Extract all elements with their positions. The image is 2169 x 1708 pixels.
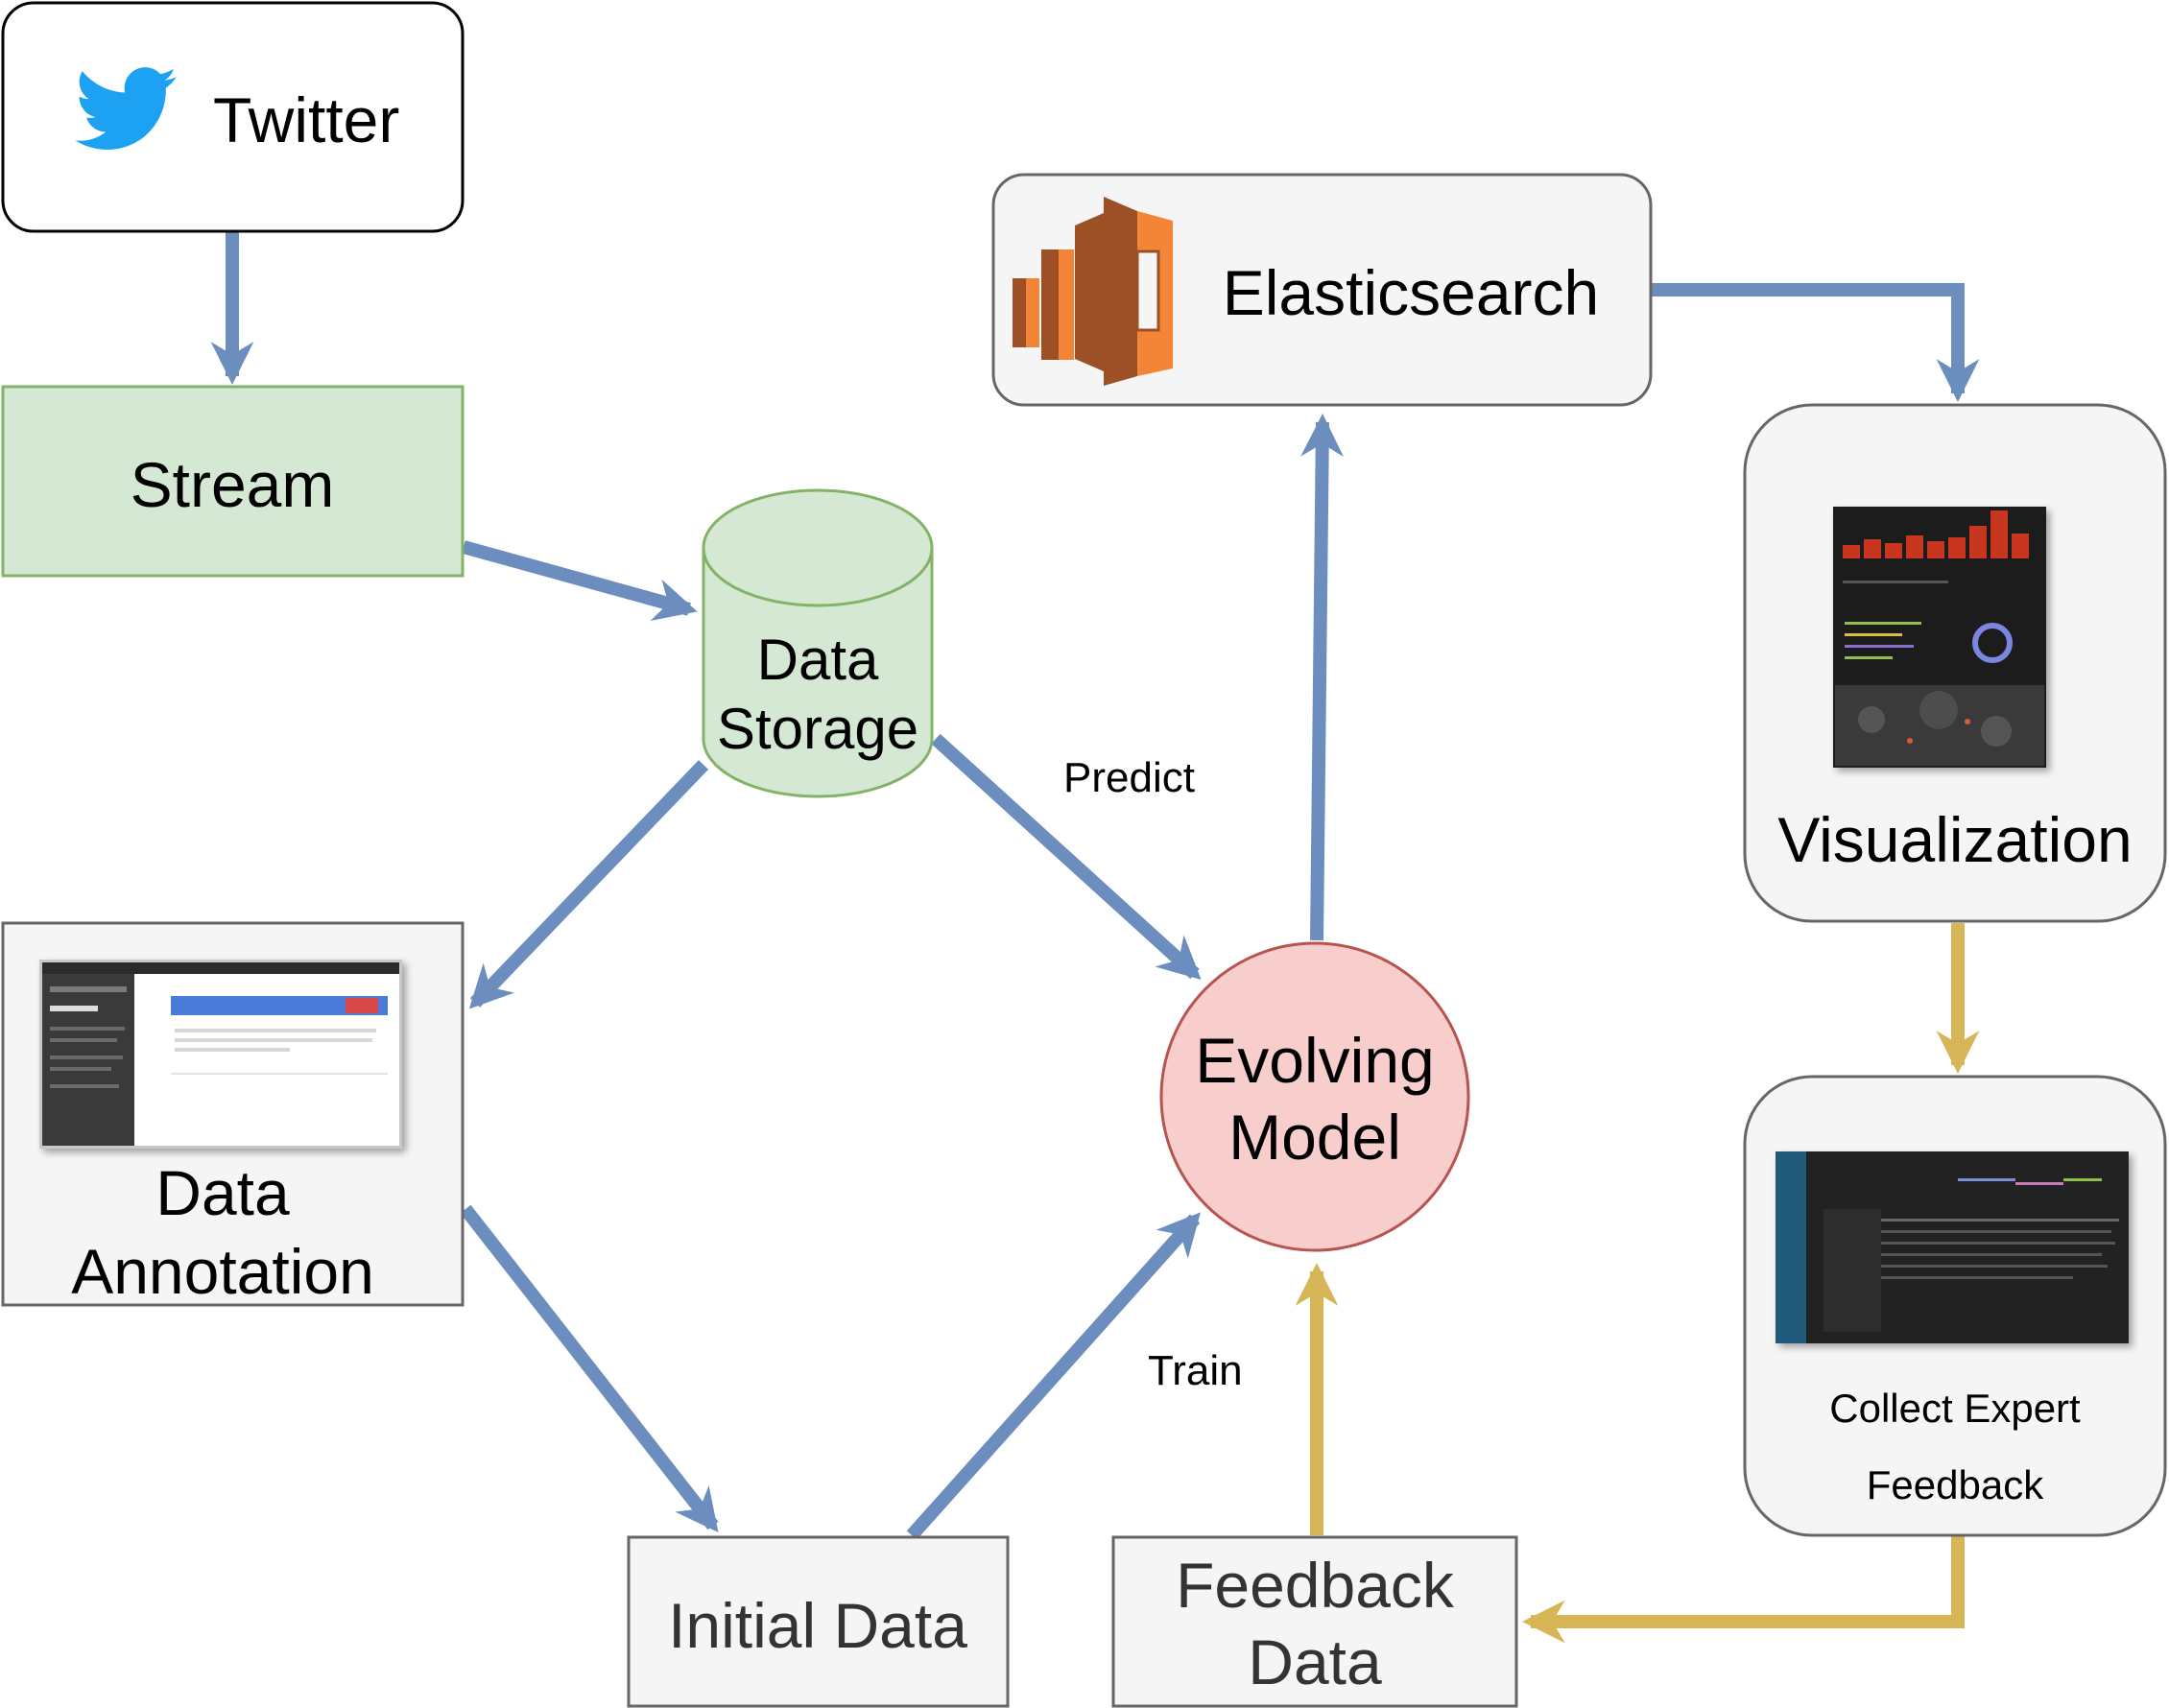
- data-annotation-node[interactable]: Data Annotation: [1, 921, 465, 1307]
- train-label: Train: [1148, 1347, 1243, 1394]
- evolving-model-node[interactable]: Evolving Model: [1159, 941, 1470, 1252]
- edges: [210, 232, 1980, 1644]
- edge-storage-to-annotation: [468, 760, 709, 1009]
- twitter-label: Twitter: [213, 84, 399, 155]
- twitter-bird-icon: [75, 67, 177, 150]
- evolving-model-label-line2: Model: [1228, 1102, 1401, 1173]
- twitter-box: [1, 1, 465, 233]
- stream-box: [1, 385, 465, 578]
- visualization-label: Visualization: [1777, 804, 2132, 875]
- initial-data-label: Initial Data: [668, 1590, 967, 1661]
- edge-initial-to-model: [906, 1212, 1201, 1540]
- edge-elasticsearch-to-visualization: [1651, 283, 1980, 402]
- evolving-model-label-line1: Evolving: [1195, 1025, 1434, 1096]
- feedback-app-thumbnail: [1776, 1151, 2129, 1343]
- stream-label: Stream: [131, 449, 335, 520]
- annotation-screenshot-thumbnail: [39, 960, 402, 1149]
- data-annotation-label-line1: Data: [155, 1157, 290, 1228]
- data-storage-label-line1: Data: [757, 628, 879, 692]
- dashboard-thumbnail: [1833, 507, 2046, 768]
- edge-stream-to-storage: [462, 540, 698, 622]
- edge-storage-to-model: [931, 733, 1202, 981]
- collect-feedback-label-line1: Collect Expert: [1829, 1386, 2081, 1431]
- predict-label: Predict: [1063, 754, 1195, 801]
- data-annotation-label-line2: Annotation: [71, 1236, 374, 1307]
- data-storage-cylinder-top: [702, 488, 934, 607]
- stream-node[interactable]: Stream: [1, 385, 465, 578]
- edge-annotation-to-initial: [460, 1204, 719, 1533]
- data-storage-node[interactable]: Data Storage: [702, 488, 934, 798]
- initial-data-box: [627, 1535, 1010, 1708]
- visualization-node[interactable]: Visualization: [1743, 403, 2167, 923]
- elasticsearch-node[interactable]: Elasticsearch: [991, 173, 1653, 407]
- collect-feedback-node[interactable]: Collect Expert Feedback: [1743, 1075, 2167, 1537]
- data-storage-cylinder-body: [702, 548, 934, 798]
- collect-feedback-label-line2: Feedback: [1867, 1462, 2044, 1507]
- twitter-node[interactable]: Twitter: [1, 1, 465, 233]
- feedback-data-node[interactable]: Feedback Data: [1111, 1535, 1518, 1708]
- initial-data-node[interactable]: Initial Data: [627, 1535, 1010, 1708]
- elasticsearch-label: Elasticsearch: [1223, 257, 1600, 328]
- evolving-model-circle: [1159, 941, 1470, 1252]
- data-storage-label-line2: Storage: [717, 697, 918, 761]
- aws-elasticsearch-icon: [1013, 197, 1173, 386]
- edge-feedback-to-feedbackdata: [1522, 1535, 1965, 1644]
- feedback-data-box: [1111, 1535, 1518, 1708]
- feedback-data-label-line1: Feedback: [1176, 1550, 1455, 1621]
- edge-model-to-elasticsearch: [1300, 414, 1345, 941]
- feedback-data-label-line2: Data: [1248, 1626, 1382, 1697]
